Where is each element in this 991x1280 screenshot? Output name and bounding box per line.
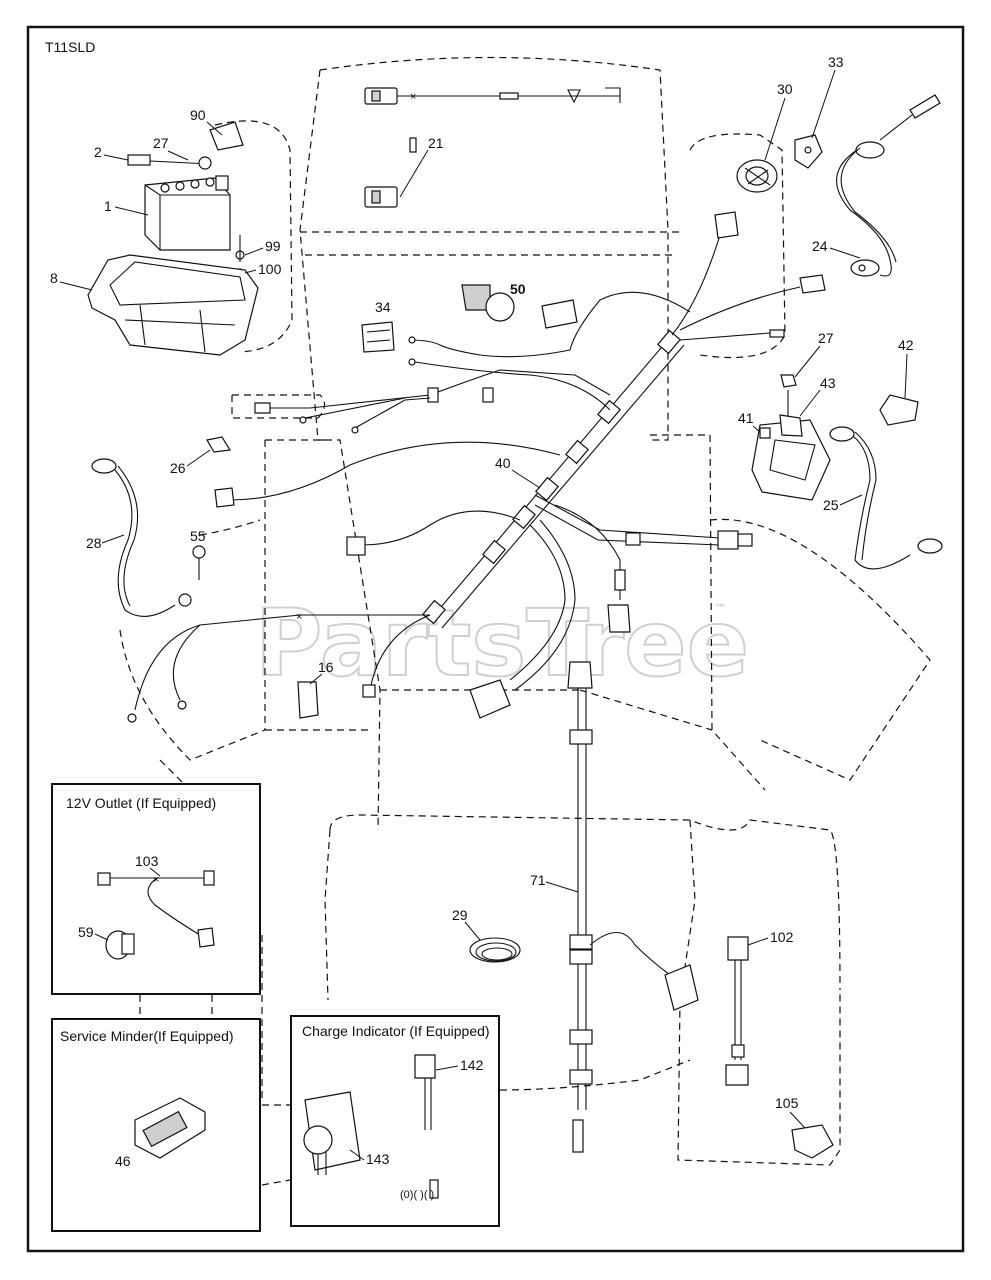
callout-34: 34	[375, 299, 391, 315]
callout-27a: 27	[153, 135, 169, 151]
callout-50: 50	[510, 281, 526, 297]
callout-43: 43	[820, 375, 836, 391]
svg-text:×: ×	[296, 611, 302, 623]
callout-71: 71	[530, 872, 546, 888]
callout-16: 16	[318, 659, 334, 675]
part-24-cable	[836, 94, 941, 277]
callout-102: 102	[770, 929, 794, 945]
inset-charge-indicator: Charge Indicator (If Equipped) 143 (0)( …	[290, 1015, 500, 1227]
part-71-harness	[567, 661, 699, 1153]
callout-99: 99	[265, 238, 281, 254]
callout-105: 105	[775, 1095, 799, 1111]
callout-46: 46	[115, 1153, 131, 1169]
part-30-ignition	[736, 159, 778, 193]
part-16-connector	[297, 681, 319, 719]
callout-25: 25	[823, 497, 839, 513]
callout-103: 103	[135, 853, 159, 869]
inset-12v-outlet: 12V Outlet (If Equipped) × 103 59	[51, 783, 261, 995]
callout-59: 59	[78, 924, 94, 940]
part-26-fuse	[206, 436, 231, 453]
callout-55: 55	[190, 528, 206, 544]
callout-2: 2	[94, 144, 102, 160]
callout-100: 100	[258, 261, 282, 277]
svg-text:×: ×	[153, 874, 159, 886]
top-harness: ×	[364, 87, 621, 105]
callout-90: 90	[190, 107, 206, 123]
callout-28: 28	[86, 535, 102, 551]
callout-27b: 27	[818, 330, 834, 346]
svg-text:(0)( )( ): (0)( )( )	[400, 1189, 434, 1201]
inset-outlet-title: 12V Outlet (If Equipped)	[66, 795, 216, 811]
callout-33: 33	[828, 54, 844, 70]
callout-29: 29	[452, 907, 468, 923]
callout-24: 24	[812, 238, 828, 254]
part-29-coil	[469, 937, 521, 963]
battery-assembly	[87, 121, 259, 356]
callout-41: 41	[738, 410, 754, 426]
part-25-cable	[829, 426, 943, 570]
svg-text:×: ×	[410, 91, 416, 103]
part-21-connector	[364, 137, 429, 208]
chassis-outline	[119, 56, 931, 1186]
inset-service-minder-title: Service Minder(If Equipped)	[60, 1028, 234, 1044]
part-34-relay	[361, 321, 395, 353]
watermark-trademark: ™	[715, 602, 726, 615]
callout-142: 142	[460, 1057, 484, 1073]
part-33-key	[794, 134, 823, 169]
callouts: 90 27 2 1 99 100 8 21 50 34 30 33 24 27 …	[50, 54, 914, 1129]
callout-143: 143	[366, 1151, 390, 1167]
callout-1: 1	[104, 198, 112, 214]
callout-21: 21	[428, 135, 444, 151]
inset-service-minder: Service Minder(If Equipped) 46	[51, 1018, 261, 1232]
part-50-switch	[461, 284, 515, 322]
part-55-bolt	[192, 545, 206, 580]
callout-8: 8	[50, 270, 58, 286]
inset-charge-indicator-title: Charge Indicator (If Equipped)	[302, 1023, 490, 1039]
callout-26: 26	[170, 460, 186, 476]
callout-30: 30	[777, 81, 793, 97]
sensor-tag	[541, 299, 578, 329]
part-28-cable	[91, 458, 192, 617]
callout-40: 40	[495, 455, 511, 471]
page-border	[26, 25, 965, 1253]
callout-42: 42	[898, 337, 914, 353]
part-105-switch	[791, 1124, 834, 1159]
main-harness: ×	[127, 211, 826, 723]
watermark-text: PartsTree	[255, 590, 749, 697]
part-102-harness	[725, 936, 749, 1086]
starter-solenoid	[751, 374, 919, 501]
model-code: T11SLD	[45, 39, 95, 55]
